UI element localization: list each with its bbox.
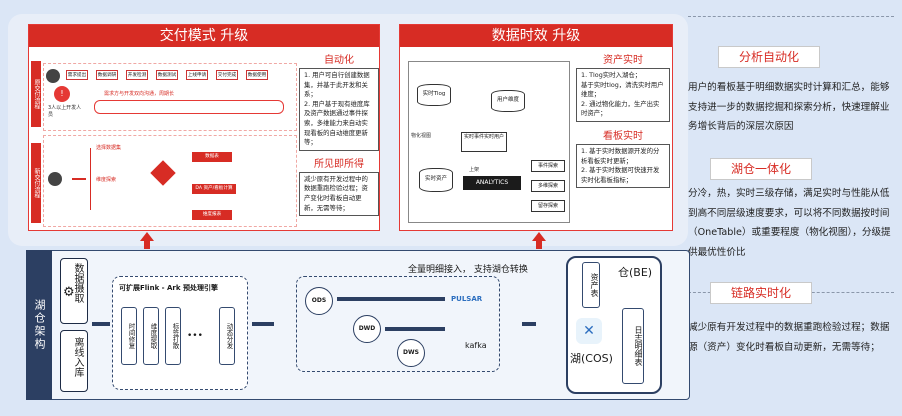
lakehouse-text: 分冷，热，实时三级存储，满足实时与性能从低到高不同层级速度要求，可以将不同数据按…	[688, 188, 891, 258]
warehouse-label: 仓(BE)	[618, 266, 653, 279]
offline-ingest-label: 离线入库	[72, 337, 83, 377]
retention-explore: 留存探索	[531, 200, 565, 212]
ellipsis: •••	[187, 331, 203, 341]
ods-node: ODS	[305, 287, 333, 315]
flink-title: 可扩展Flink - Ark 预处理引擎	[119, 284, 218, 292]
lake-label: 湖(COS)	[570, 352, 613, 365]
log-table: 日志明细表	[622, 308, 644, 384]
timeliness-title: 数据时效 升级	[400, 25, 672, 47]
timeliness-upgrade-box: 数据时效 升级 实时Tlog 用户维度 物化视图 实时事件实时用户 实时资产 上…	[399, 24, 673, 231]
data-ingest-box: 数据摄取 ⚙	[60, 258, 88, 324]
flink-engine-box: 可扩展Flink - Ark 预处理引擎 时间修复 维度提取 标签打散 ••• …	[112, 276, 248, 390]
materialized-view: 物化视图	[411, 133, 432, 139]
cos-icon: ✕	[576, 318, 602, 344]
branch-line	[90, 148, 120, 210]
up-arrow-left	[140, 232, 154, 249]
analysis-auto-title: 分析自动化	[718, 46, 820, 68]
report-box: 维度报表	[192, 210, 232, 220]
new-flow-area: 选择数据集 维度探索 DA 资产/看板计算 数据表 维度报表	[43, 135, 297, 227]
ods-arrow	[337, 297, 445, 301]
step-time-fix: 时间修复	[121, 307, 137, 365]
timeliness-diagram: 实时Tlog 用户维度 物化视图 实时事件实时用户 实时资产 上架 ANALYT…	[408, 61, 570, 223]
kafka-logo: kafka	[465, 341, 487, 350]
board-item: 2. 基于实时数据可快速开发实时化看板指标；	[581, 166, 660, 184]
asset-list: 1. Tlog实时入湖仓； 基于实时tlog，清洗实时用户维度； 2. 通过物化…	[576, 68, 670, 122]
delivery-notes: 自动化 1. 用户可自行创建数据集，并基于此开发和关系； 2. 用户基于现有维度…	[299, 51, 379, 229]
users-label: 3人以上开发人员	[48, 105, 82, 118]
analytics-logo: ANALYTICS	[463, 176, 521, 190]
wysiwyg-text: 减少原有开发过程中的数据重跑检验过程；资产变化时看板自动更新，无需等待；	[299, 171, 379, 217]
flow-arrow	[72, 178, 86, 180]
up-arrow-right	[532, 232, 546, 249]
layers-box: ODS DWD DWS PULSAR kafka	[296, 276, 500, 372]
board-list: 1. 基于实时数据源开发的分析看板实时更新； 2. 基于实时数据可快速开发实时化…	[576, 143, 670, 189]
arrow-to-flink	[92, 322, 110, 326]
flow-step: 数据调研	[96, 70, 118, 80]
dws-node: DWS	[397, 339, 425, 367]
lane-old-label: 原交付流程	[31, 61, 41, 127]
asset-realtime-title: 资产实时	[603, 55, 643, 66]
flow-step: 数据使用	[246, 70, 268, 80]
board-realtime-title: 看板实时	[603, 130, 643, 142]
pulsar-logo: PULSAR	[451, 295, 483, 303]
realtime-tlog: 实时Tlog	[417, 84, 451, 106]
old-flow-area: 需求提出 数据调研 开发检测 数据测试 上线申请 交付完成 数据使用 ! 3人以…	[43, 63, 297, 131]
lane-new-label: 新交付流程	[31, 143, 41, 223]
asset-item: 1. Tlog实时入湖仓；	[581, 71, 642, 79]
flow-step: 开发检测	[126, 70, 148, 80]
analysis-auto-text: 用户的看板基于明细数据实时计算和汇总，能够支持进一步的数据挖掘和探索分析，快速理…	[688, 82, 890, 132]
table-box: 数据表	[192, 152, 232, 162]
delivery-upgrade-box: 交付模式 升级 原交付流程 新交付流程 需求提出 数据调研 开发检测 数据测试 …	[28, 24, 380, 231]
offline-ingest-box: 离线入库	[60, 330, 88, 392]
multi-explore: 多维探索	[531, 180, 565, 192]
realtime-event: 实时事件实时用户	[461, 132, 507, 152]
timeliness-notes: 资产实时 1. Tlog实时入湖仓； 基于实时tlog，清洗实时用户维度； 2.…	[576, 51, 670, 189]
flink-icon: ⚙	[63, 285, 75, 300]
auto-item: 1. 用户可自行创建数据集，并基于此开发和关系；	[304, 71, 370, 99]
dwd-node: DWD	[353, 315, 381, 343]
asset-item: 基于实时tlog，清洗实时用户维度；	[581, 80, 664, 99]
pipeline-title: 链路实时化	[710, 282, 812, 304]
user-icon	[48, 172, 62, 186]
step-dispatch: 动态分发	[219, 307, 235, 365]
new-label-dataset: 选择数据集	[96, 145, 122, 151]
user-dimension: 用户维度	[491, 90, 525, 112]
lakehouse-title: 湖仓一体化	[710, 158, 812, 180]
da-box: DA 资产/看板计算	[192, 184, 236, 194]
user-icon	[46, 69, 60, 83]
auto-list: 1. 用户可自行创建数据集，并基于此开发和关系； 2. 用户基于现有维度库及资产…	[299, 68, 379, 151]
board-item: 1. 基于实时数据源开发的分析看板实时更新；	[581, 146, 660, 165]
feedback-loop	[94, 100, 284, 114]
arrow-to-storage	[522, 322, 536, 326]
listing-label: 上架	[469, 167, 480, 173]
lakehouse-side-label: 湖仓架构	[26, 250, 52, 400]
data-ingest-label: 数据摄取	[72, 263, 83, 303]
storage-box: 仓(BE) 资产表 ✕ 湖(COS) 日志明细表	[566, 256, 662, 394]
auto-title: 自动化	[324, 55, 354, 66]
arrow-to-layers	[252, 322, 274, 326]
step-tag-split: 标签打散	[165, 307, 181, 365]
right-summary: 分析自动化 用户的看板基于明细数据实时计算和汇总，能够支持进一步的数据挖掘和探索…	[688, 8, 894, 408]
asset-table: 资产表	[582, 262, 600, 308]
flow-step: 数据测试	[156, 70, 178, 80]
top-note: 全量明细接入， 支持湖仓转换	[408, 265, 528, 275]
wysiwyg-title: 所见即所得	[314, 158, 364, 170]
auto-item: 2. 用户基于现有维度库及资产数据通过事件探索，多维能力来自动实现看板的自动维度…	[304, 99, 370, 147]
asset-item: 2. 通过物化能力，生产出实时资产；	[581, 99, 660, 118]
flow-step: 交付完成	[216, 70, 238, 80]
dwd-arrow	[385, 327, 445, 331]
realtime-asset: 实时资产	[419, 168, 453, 192]
event-explore: 事件探索	[531, 160, 565, 172]
new-label-dim: 维度探索	[96, 177, 117, 183]
old-flow-steps: 需求提出 数据调研 开发检测 数据测试 上线申请 交付完成 数据使用	[66, 70, 268, 80]
decision-diamond	[150, 160, 176, 186]
flow-step: 上线申请	[186, 70, 208, 80]
step-dim-extract: 维度提取	[143, 307, 159, 365]
warning-icon: !	[54, 86, 70, 102]
pipeline-text: 减少原有开发过程中的数据重跑检验过程；数据源（资产）变化时看板自动更新，无需等待…	[688, 322, 890, 353]
warn-text: 需求方与开发双向沟通，周期长	[104, 91, 175, 97]
flow-step: 需求提出	[66, 70, 88, 80]
delivery-title: 交付模式 升级	[29, 25, 379, 47]
